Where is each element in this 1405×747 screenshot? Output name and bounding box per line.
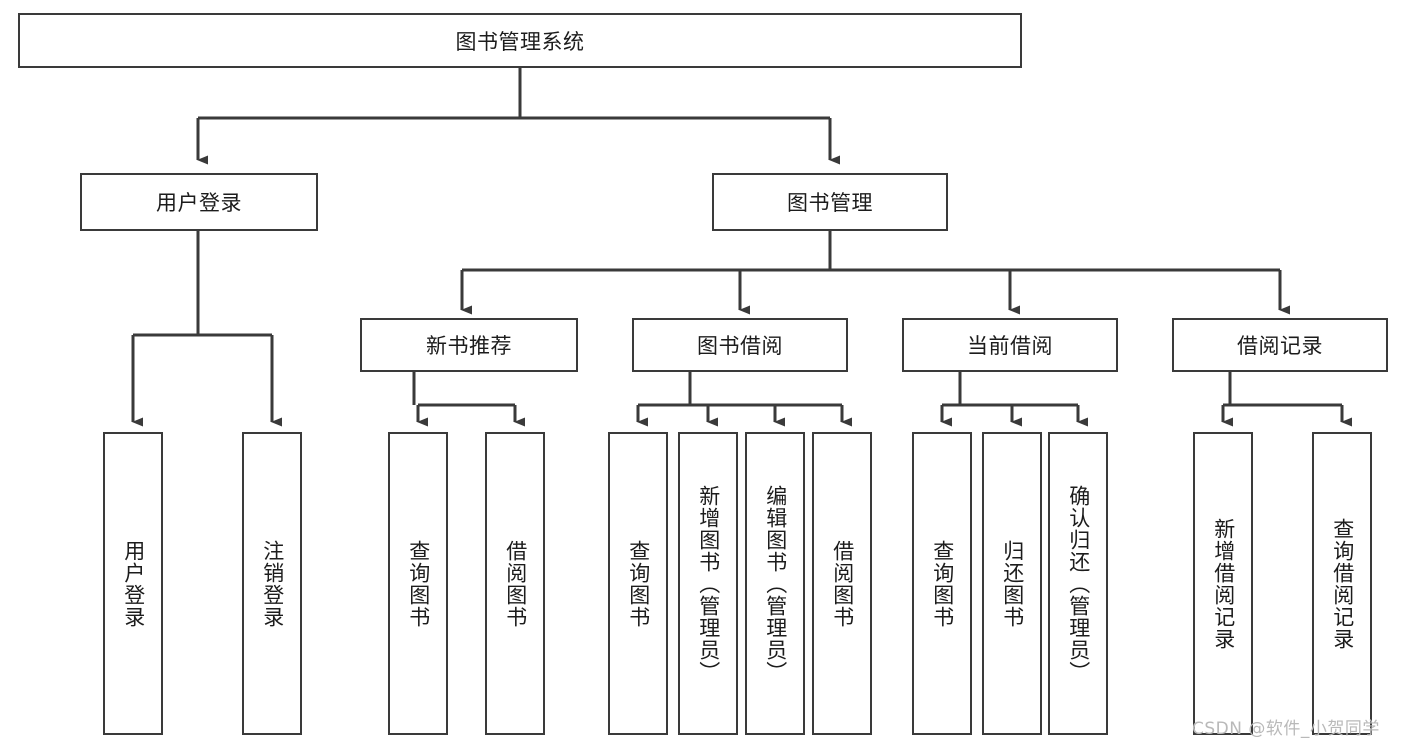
leaf-label: 新增借阅记录 <box>1211 517 1236 650</box>
leaf-label: 查询图书 <box>930 539 955 628</box>
leaf-label: 归还图书 <box>1000 539 1025 628</box>
leaf-query-book-borrow[interactable]: 查询图书 <box>608 432 668 735</box>
leaf-return-book[interactable]: 归还图书 <box>982 432 1042 735</box>
leaf-label: 查询借阅记录 <box>1330 517 1355 650</box>
node-borrow-record[interactable]: 借阅记录 <box>1172 318 1388 372</box>
node-book-management[interactable]: 图书管理 <box>712 173 948 231</box>
csdn-watermark: CSDN @软件_小贺同学 <box>1192 719 1380 739</box>
leaf-label: 确认归还（管理员） <box>1066 484 1091 683</box>
leaf-label: 用户登录 <box>121 539 146 628</box>
leaf-query-book-recommend[interactable]: 查询图书 <box>388 432 448 735</box>
node-book-borrow[interactable]: 图书借阅 <box>632 318 848 372</box>
leaf-add-borrow-record[interactable]: 新增借阅记录 <box>1193 432 1253 735</box>
node-new-book-recommend[interactable]: 新书推荐 <box>360 318 578 372</box>
leaf-label: 编辑图书（管理员） <box>763 484 788 683</box>
leaf-label: 查询图书 <box>626 539 651 628</box>
leaf-query-book-current[interactable]: 查询图书 <box>912 432 972 735</box>
leaf-label: 借阅图书 <box>503 539 528 628</box>
leaf-confirm-return-admin[interactable]: 确认归还（管理员） <box>1048 432 1108 735</box>
leaf-borrow-book[interactable]: 借阅图书 <box>812 432 872 735</box>
leaf-query-borrow-record[interactable]: 查询借阅记录 <box>1312 432 1372 735</box>
node-current-borrow[interactable]: 当前借阅 <box>902 318 1118 372</box>
leaf-label: 新增图书（管理员） <box>696 484 721 683</box>
leaf-logout[interactable]: 注销登录 <box>242 432 302 735</box>
leaf-label: 注销登录 <box>260 539 285 628</box>
leaf-add-book-admin[interactable]: 新增图书（管理员） <box>678 432 738 735</box>
leaf-user-login[interactable]: 用户登录 <box>103 432 163 735</box>
leaf-borrow-book-recommend[interactable]: 借阅图书 <box>485 432 545 735</box>
leaf-label: 借阅图书 <box>830 539 855 628</box>
node-root[interactable]: 图书管理系统 <box>18 13 1022 68</box>
leaf-edit-book-admin[interactable]: 编辑图书（管理员） <box>745 432 805 735</box>
node-user-login[interactable]: 用户登录 <box>80 173 318 231</box>
leaf-label: 查询图书 <box>406 539 431 628</box>
